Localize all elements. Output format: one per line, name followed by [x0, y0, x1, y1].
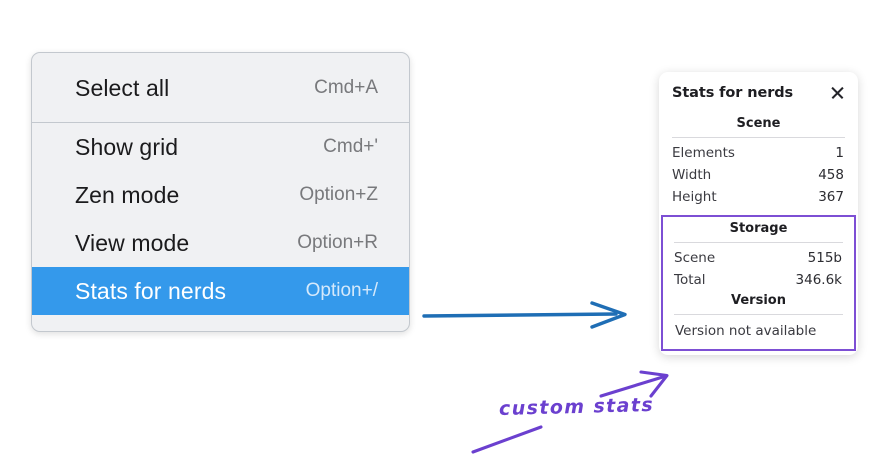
- section-scene: Scene Elements 1 Width 458 Height 367: [670, 114, 847, 208]
- section-heading: Storage: [729, 221, 788, 236]
- menu-item-shortcut: Cmd+': [323, 136, 378, 157]
- section-rule: [674, 242, 843, 243]
- stat-label: Scene: [674, 250, 716, 266]
- stat-label: Elements: [672, 145, 735, 161]
- stat-label: Width: [672, 167, 712, 183]
- stat-value: 458: [818, 167, 844, 183]
- menu-item-select-all[interactable]: Select all Cmd+A: [32, 64, 409, 112]
- menu-item-shortcut: Option+R: [297, 232, 378, 253]
- version-value: Version not available: [675, 323, 817, 339]
- menu-bottom-padding: [32, 315, 409, 331]
- menu-item-stats-for-nerds[interactable]: Stats for nerds Option+/: [32, 267, 409, 315]
- section-version: Version Version not available: [672, 291, 845, 341]
- close-icon[interactable]: [829, 84, 846, 101]
- annotation-label-custom-stats: custom stats: [498, 393, 655, 421]
- stat-label: Total: [674, 272, 706, 288]
- arrow-right-icon: [422, 301, 627, 329]
- stat-row-elements: Elements 1: [670, 142, 847, 164]
- stat-value: 367: [818, 189, 844, 205]
- panel-title: Stats for nerds: [672, 84, 794, 101]
- menu-item-label: Stats for nerds: [75, 277, 227, 304]
- section-rule: [674, 314, 843, 315]
- stat-row-height: Height 367: [670, 186, 847, 208]
- stat-value: 515b: [807, 250, 842, 266]
- menu-item-label: View mode: [75, 229, 190, 256]
- section-storage: Storage Scene 515b Total 346.6k: [672, 219, 845, 291]
- context-menu: Select all Cmd+A Show grid Cmd+' Zen mod…: [31, 52, 410, 332]
- stat-row-storage-scene: Scene 515b: [672, 247, 845, 269]
- menu-top-padding: [32, 53, 409, 64]
- menu-item-view-mode[interactable]: View mode Option+R: [32, 219, 409, 267]
- section-heading: Scene: [736, 116, 781, 131]
- custom-stats-highlight-box: Storage Scene 515b Total 346.6k Version …: [661, 215, 856, 351]
- underline-stroke-icon: [471, 425, 543, 454]
- menu-item-shortcut: Cmd+A: [314, 77, 378, 98]
- panel-header: Stats for nerds: [670, 84, 847, 101]
- menu-item-label: Select all: [75, 74, 170, 101]
- menu-item-zen-mode[interactable]: Zen mode Option+Z: [32, 171, 409, 219]
- stat-value: 1: [835, 145, 844, 161]
- menu-item-shortcut: Option+/: [305, 280, 378, 301]
- section-rule: [672, 137, 845, 138]
- stat-row-storage-total: Total 346.6k: [672, 269, 845, 291]
- menu-item-label: Zen mode: [75, 181, 180, 208]
- stat-value: 346.6k: [795, 272, 842, 288]
- stat-row-width: Width 458: [670, 164, 847, 186]
- arrow-up-right-icon: [599, 370, 669, 398]
- menu-item-show-grid[interactable]: Show grid Cmd+': [32, 123, 409, 171]
- menu-separator: [32, 122, 409, 123]
- menu-item-shortcut: Option+Z: [299, 184, 378, 205]
- stat-label: Height: [672, 189, 717, 205]
- menu-item-label: Show grid: [75, 133, 179, 160]
- section-heading: Version: [731, 293, 786, 308]
- stats-for-nerds-panel: Stats for nerds Scene Elements 1 Width 4…: [659, 72, 858, 355]
